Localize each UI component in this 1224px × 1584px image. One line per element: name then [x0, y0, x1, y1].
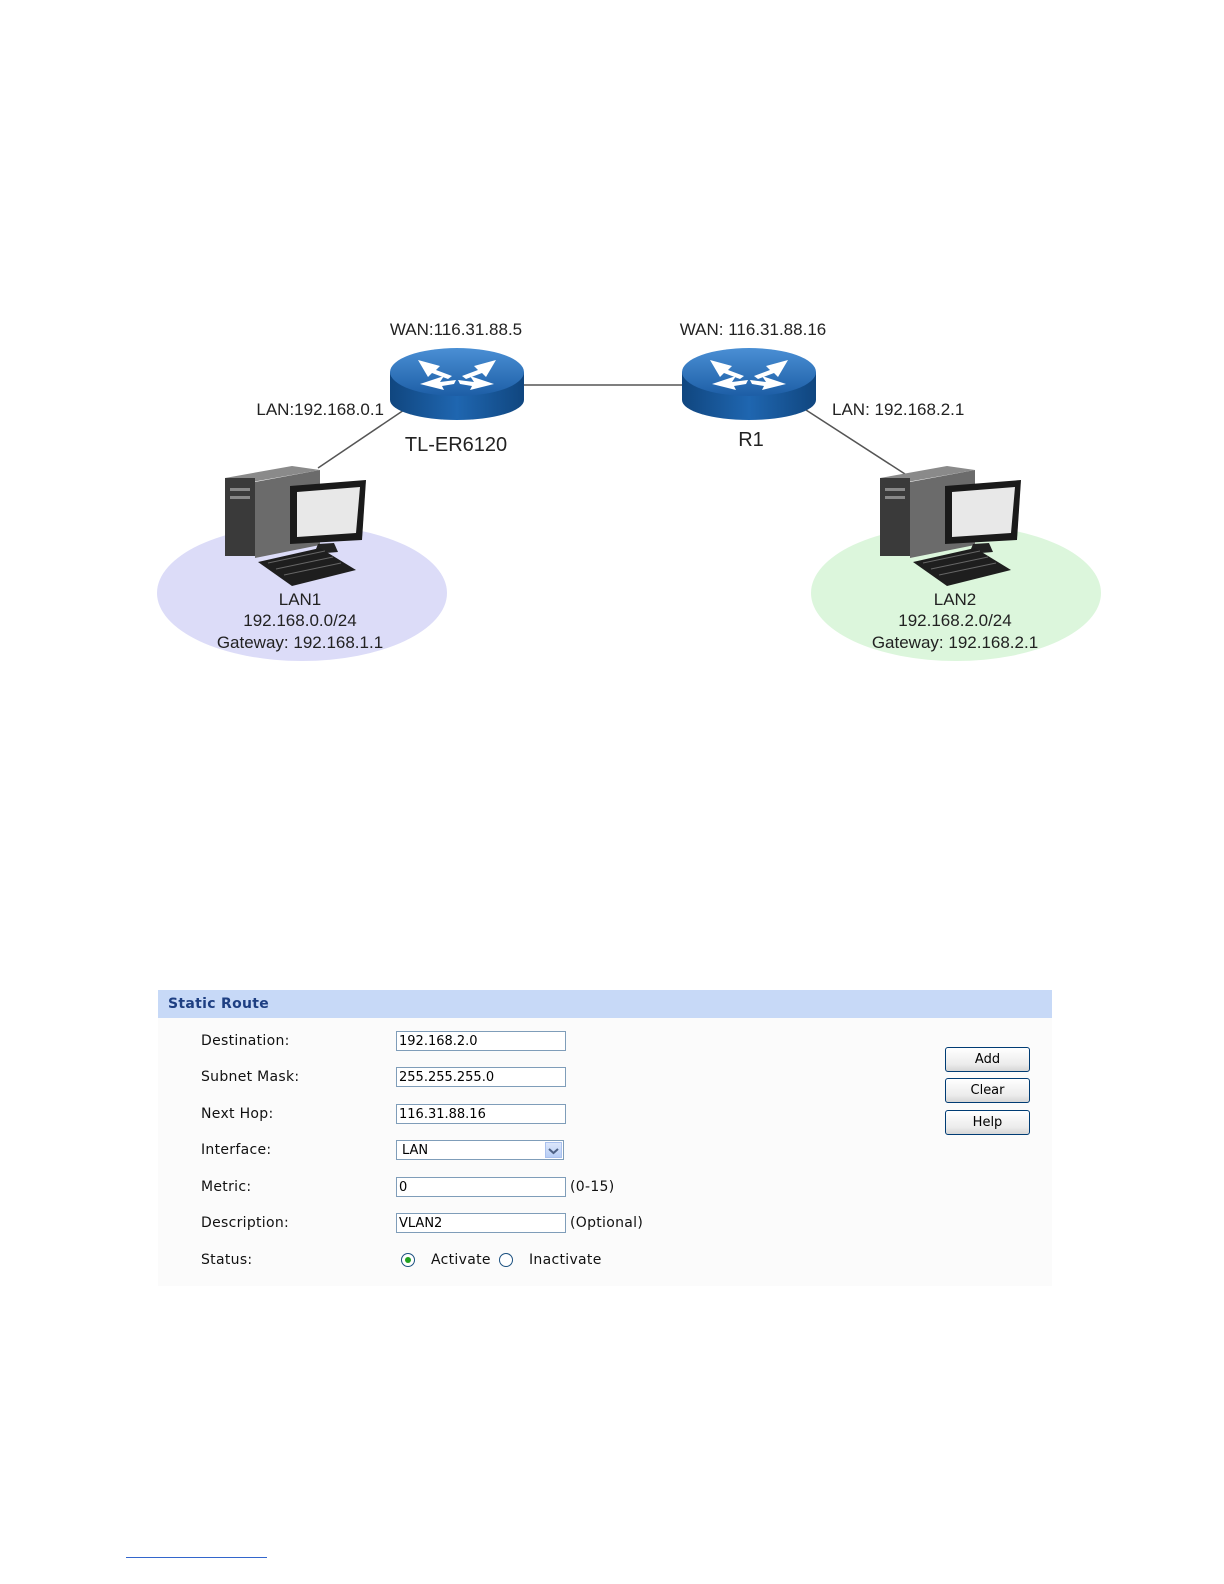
- description-hint: (Optional): [570, 1215, 644, 1231]
- status-inactivate-radio[interactable]: [499, 1253, 513, 1267]
- subnet-mask-label: Subnet Mask:: [201, 1069, 300, 1085]
- router-r1-icon: [682, 348, 816, 420]
- description-label: Description:: [201, 1215, 290, 1231]
- lan2-name: LAN2: [934, 590, 977, 609]
- interface-label: Interface:: [201, 1142, 272, 1158]
- lan1-computer-icon: [225, 466, 366, 586]
- help-button[interactable]: Help: [945, 1110, 1030, 1135]
- lan1-link: [317, 409, 405, 469]
- router2-wan-label: WAN: 116.31.88.16: [680, 320, 826, 339]
- metric-input[interactable]: [396, 1177, 566, 1197]
- status-activate-label[interactable]: Activate: [431, 1252, 491, 1268]
- router1-wan-label: WAN:116.31.88.5: [390, 320, 522, 339]
- status-label: Status:: [201, 1252, 253, 1268]
- interface-select[interactable]: LAN: [396, 1140, 564, 1160]
- router1-name: TL-ER6120: [405, 434, 507, 456]
- clear-button[interactable]: Clear: [945, 1078, 1030, 1103]
- status-row: Status: Activate Inactivate: [201, 1250, 701, 1272]
- status-activate-radio[interactable]: [401, 1253, 415, 1267]
- interface-selected-value: LAN: [402, 1143, 429, 1158]
- router1-lan-label: LAN:192.168.0.1: [256, 400, 384, 419]
- description-input[interactable]: [396, 1213, 566, 1233]
- destination-label: Destination:: [201, 1033, 290, 1049]
- destination-input[interactable]: [396, 1031, 566, 1051]
- lan1-subnet: 192.168.0.0/24: [243, 611, 356, 630]
- lan2-computer-icon: [880, 466, 1021, 586]
- router-tl-er6120-icon: [390, 348, 524, 420]
- status-inactivate-label[interactable]: Inactivate: [529, 1252, 602, 1268]
- metric-label: Metric:: [201, 1179, 252, 1195]
- subnet-mask-input[interactable]: [396, 1067, 566, 1087]
- next-hop-label: Next Hop:: [201, 1106, 274, 1122]
- lan2-link: [805, 409, 906, 475]
- static-route-panel: Static Route Destination: Subnet Mask: N…: [158, 990, 1052, 1286]
- panel-title: Static Route: [158, 990, 1052, 1018]
- lan1-name: LAN1: [279, 590, 322, 609]
- chevron-down-icon[interactable]: [545, 1142, 562, 1158]
- metric-hint: (0-15): [570, 1179, 615, 1195]
- lan2-zone: [811, 525, 1101, 661]
- lan2-subnet: 192.168.2.0/24: [898, 611, 1011, 630]
- lan1-zone: [157, 525, 447, 661]
- footnote-separator: [126, 1557, 267, 1558]
- network-diagram: WAN:116.31.88.5 WAN: 116.31.88.16 LAN:19…: [157, 320, 1101, 661]
- router2-lan-label: LAN: 192.168.2.1: [832, 400, 964, 419]
- add-button[interactable]: Add: [945, 1047, 1030, 1072]
- next-hop-input[interactable]: [396, 1104, 566, 1124]
- lan1-gateway: Gateway: 192.168.1.1: [217, 633, 383, 652]
- lan2-gateway: Gateway: 192.168.2.1: [872, 633, 1038, 652]
- router2-name: R1: [738, 429, 764, 451]
